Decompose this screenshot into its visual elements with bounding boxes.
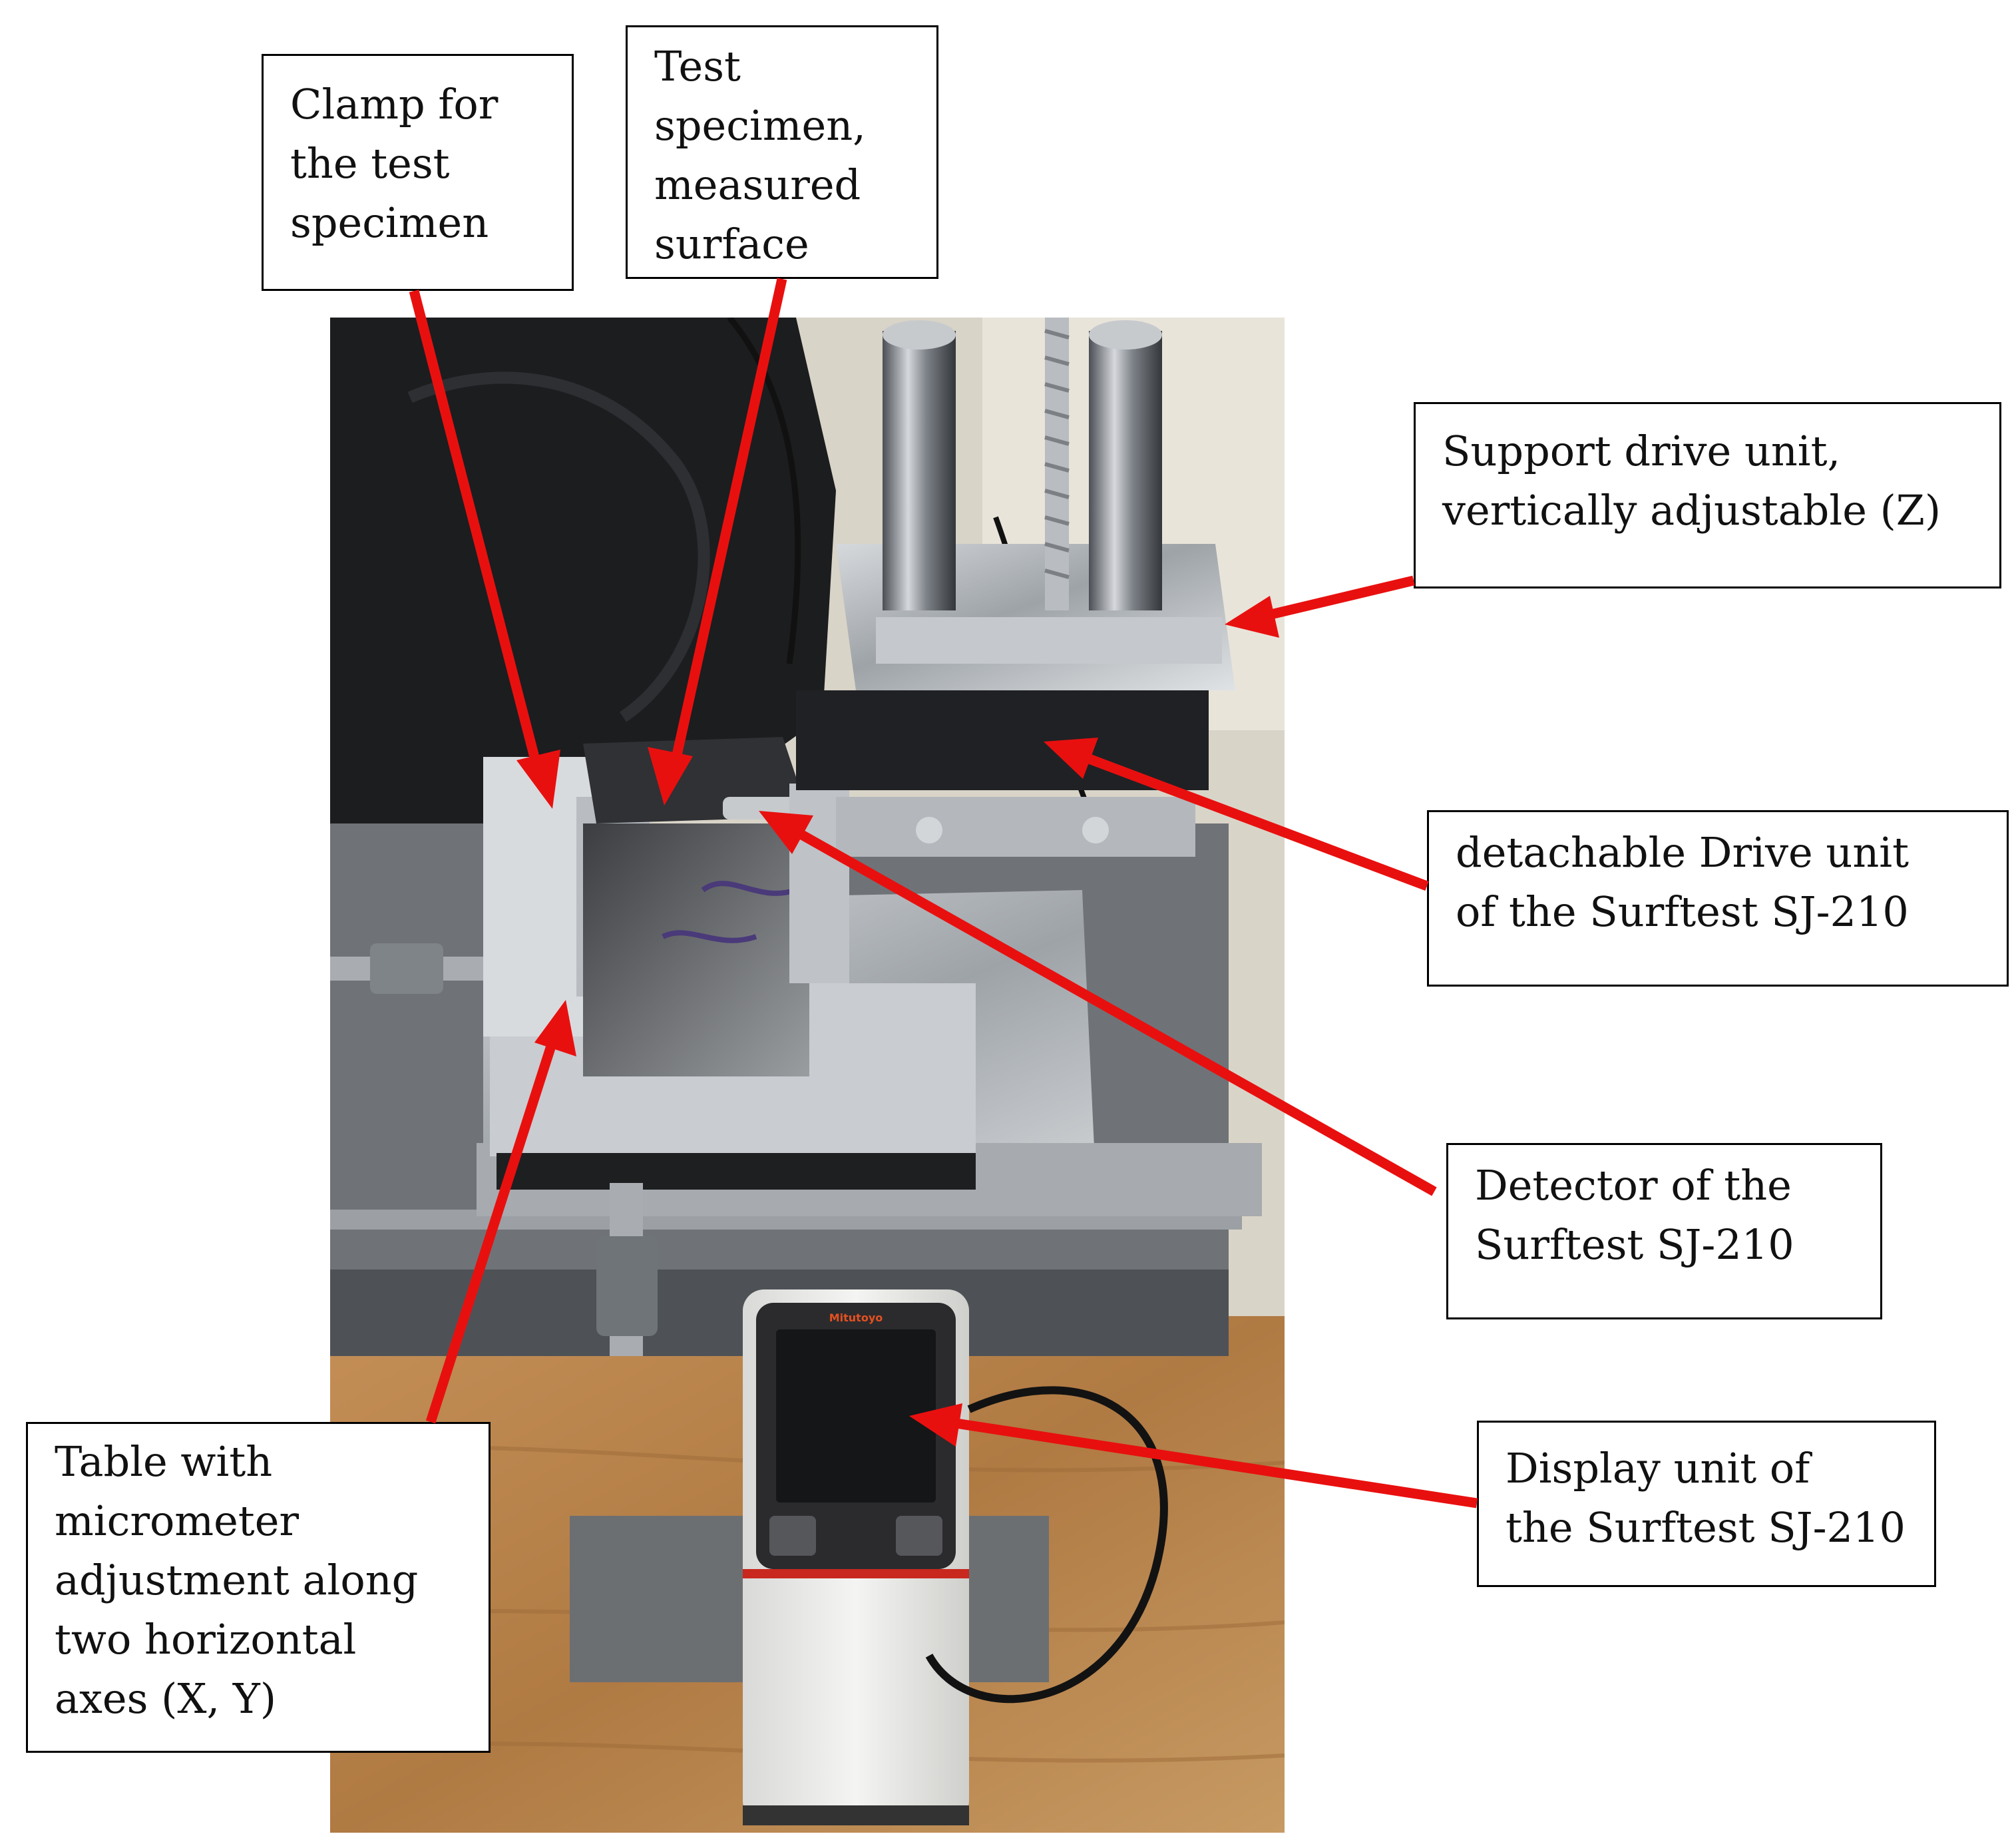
callout-display: Display unit of the Surftest SJ-210: [1477, 1421, 1936, 1587]
drive-unit-body: [796, 690, 1209, 790]
holder-screw: [1082, 817, 1109, 843]
display-screen[interactable]: [776, 1329, 936, 1502]
specimen-marking: [662, 881, 797, 943]
support-rod-right: [1089, 331, 1162, 610]
support-rod-left: [883, 331, 956, 610]
drive-unit-holder: [836, 797, 1195, 857]
callout-detector-line-2: Surftest SJ-210: [1475, 1220, 1794, 1269]
device-button-page[interactable]: [896, 1516, 942, 1556]
callout-clamp-line-3: specimen: [290, 198, 489, 247]
callout-specimen-line-4: surface: [654, 220, 809, 268]
callout-specimen-line-3: measured: [654, 160, 861, 209]
callout-clamp-line-1: Clamp for: [290, 80, 499, 128]
callout-drive: detachable Drive unit of the Surftest SJ…: [1427, 810, 2009, 987]
callout-drive-line-2: of the Surftest SJ-210: [1456, 887, 1909, 936]
callout-specimen-line-2: specimen,: [654, 101, 866, 150]
micrometer-left-thimble: [370, 943, 443, 994]
callout-display-line-2: the Surftest SJ-210: [1506, 1503, 1906, 1552]
callout-table-line-2: micrometer: [55, 1497, 300, 1545]
rod-thread: [1044, 329, 1070, 579]
callout-table: Table with micrometer adjustment along t…: [26, 1422, 491, 1753]
bench-foot: [743, 1805, 969, 1825]
display-cable: [925, 1386, 1168, 1704]
detector-probe: [723, 797, 796, 819]
callout-display-line-1: Display unit of: [1506, 1444, 1810, 1493]
callout-clamp: Clamp for the test specimen: [262, 54, 574, 291]
device-brand: Mitutoyo: [829, 1311, 883, 1324]
support-clamp-block: [876, 617, 1222, 664]
callout-specimen: Test specimen, measured surface: [626, 25, 938, 279]
callout-clamp-line-2: the test: [290, 139, 450, 188]
callout-table-line-1: Table with: [55, 1437, 273, 1486]
callout-table-line-5: axes (X, Y): [55, 1674, 277, 1723]
micrometer-front-thimble: [596, 1236, 658, 1336]
callout-detector: Detector of the Surftest SJ-210: [1446, 1143, 1882, 1319]
callout-support-line-1: Support drive unit,: [1442, 427, 1841, 475]
support-rod-left-top: [883, 320, 956, 349]
callout-table-line-4: two horizontal: [55, 1615, 357, 1664]
callout-specimen-line-1: Test: [654, 42, 741, 91]
callout-detector-line-1: Detector of the: [1475, 1161, 1792, 1210]
callout-support-line-2: vertically adjustable (Z): [1442, 486, 1941, 535]
device-button-power[interactable]: [769, 1516, 816, 1556]
callout-drive-line-1: detachable Drive unit: [1456, 828, 1910, 877]
xy-table-lower: [497, 1153, 976, 1190]
callout-table-line-3: adjustment along: [55, 1556, 419, 1604]
display-unit-stripe: [743, 1569, 969, 1578]
holder-screw: [916, 817, 942, 843]
callout-support: Support drive unit, vertically adjustabl…: [1414, 402, 2001, 588]
support-rod-right-top: [1089, 320, 1162, 349]
test-specimen-front: [583, 823, 809, 1076]
